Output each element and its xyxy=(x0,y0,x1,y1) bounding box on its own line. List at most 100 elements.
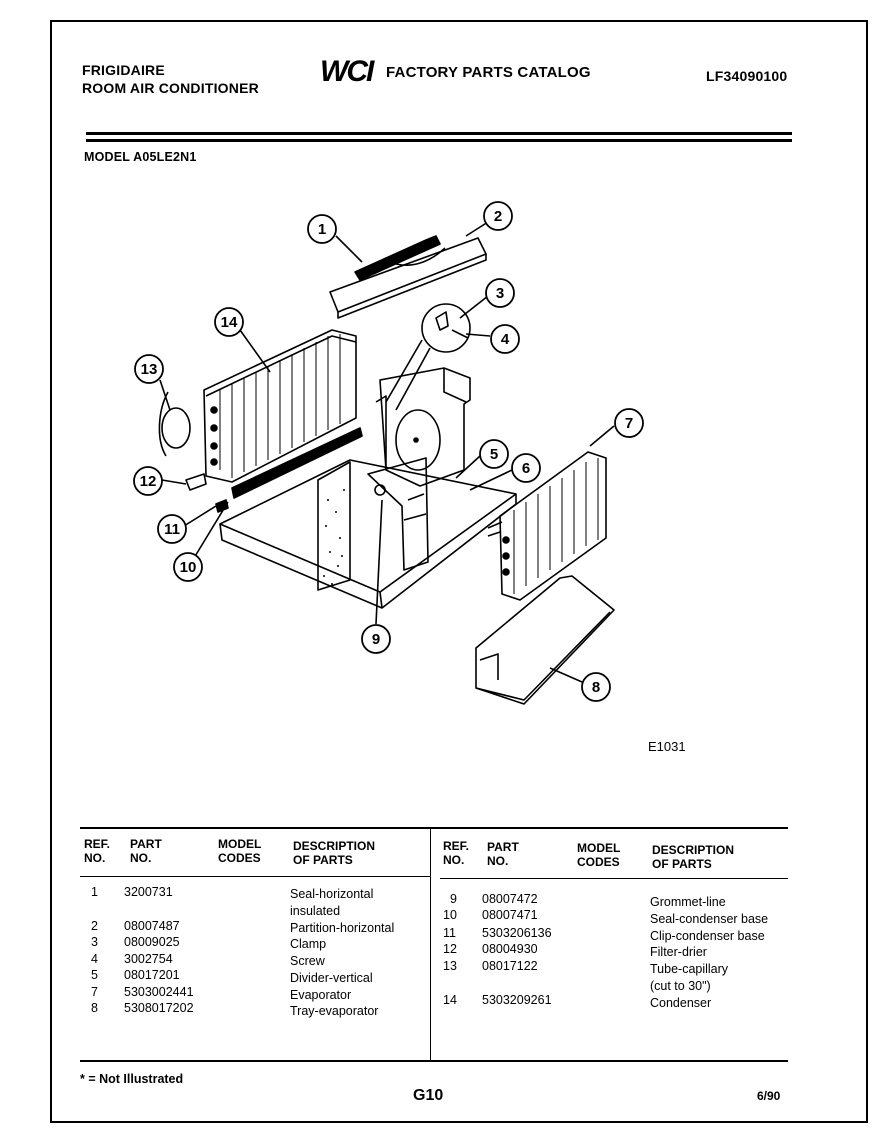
row-ref: 5 xyxy=(91,968,98,982)
hdr-ref-no-right: REF.NO. xyxy=(443,839,470,867)
row-part: 08017201 xyxy=(124,968,180,982)
row-ref: 9 xyxy=(450,892,457,906)
row-part: 3002754 xyxy=(124,952,173,966)
footnote: * = Not Illustrated xyxy=(80,1072,184,1086)
row-ref: 8 xyxy=(91,1001,98,1015)
model-line: MODEL A05LE2N1 xyxy=(84,150,197,164)
condenser-shape xyxy=(203,329,357,483)
callout-label-2: 2 xyxy=(494,208,502,225)
row-ref: 10 xyxy=(443,908,457,922)
row-desc: Clamp xyxy=(290,937,327,951)
row-part: 08009025 xyxy=(124,935,180,949)
callout-7 xyxy=(614,408,644,438)
callout-10 xyxy=(173,552,203,582)
row-desc: Tube-capillary xyxy=(650,962,729,976)
callout-3 xyxy=(485,278,515,308)
row-ref: 11 xyxy=(443,926,456,940)
figure-id: E1031 xyxy=(648,739,686,754)
table-rule-top xyxy=(80,827,788,829)
row-desc: Seal-horizontal xyxy=(290,887,374,901)
row-part: 3200731 xyxy=(124,885,173,899)
callout-label-12: 12 xyxy=(140,473,157,490)
row-part: 5303206136 xyxy=(482,926,552,940)
svg-text:WCI: WCI xyxy=(320,55,375,86)
callout-11 xyxy=(157,514,187,544)
row-part: 08017122 xyxy=(482,959,538,973)
table-rule-bottom xyxy=(80,1060,788,1062)
capillary-tube-shape xyxy=(161,407,191,449)
row-desc: Filter-drier xyxy=(650,945,707,959)
callout-2 xyxy=(483,201,513,231)
callout-label-3: 3 xyxy=(496,285,504,302)
callout-label-11: 11 xyxy=(164,521,180,538)
row-desc: Condenser xyxy=(650,996,712,1010)
page-number: G10 xyxy=(413,1087,444,1104)
hdr-ref-no-left: REF.NO. xyxy=(84,837,111,865)
page-frame xyxy=(50,20,868,1123)
wci-logo: WCI xyxy=(318,54,382,91)
callout-label-1: 1 xyxy=(318,221,326,238)
callout-12 xyxy=(133,466,163,496)
callout-label-5: 5 xyxy=(490,446,498,463)
row-part: 08007472 xyxy=(482,892,538,906)
row-desc: Tray-evaporator xyxy=(290,1004,379,1018)
filter-drier-shape xyxy=(185,473,207,491)
fan-opening xyxy=(395,409,441,471)
row-part: 08004930 xyxy=(482,942,538,956)
table-center-divider xyxy=(430,829,431,1060)
row-desc: Screw xyxy=(290,954,325,968)
callout-9 xyxy=(361,624,391,654)
callout-label-4: 4 xyxy=(501,331,510,348)
grommet-shape xyxy=(374,484,386,496)
row-desc: Clip-condenser base xyxy=(650,929,765,943)
row-desc: Seal-condenser base xyxy=(650,912,769,926)
catalog-date: 6/90 xyxy=(757,1089,781,1103)
row-part: 5308017202 xyxy=(124,1001,194,1015)
row-desc: insulated xyxy=(290,904,341,918)
evaporator-shape xyxy=(499,451,607,601)
callout-14 xyxy=(214,307,244,337)
header-rule-top xyxy=(86,132,792,135)
row-ref: 4 xyxy=(91,952,98,966)
seal-condenser-base-shape xyxy=(231,427,363,499)
row-ref: 13 xyxy=(443,959,457,973)
row-ref: 12 xyxy=(443,942,457,956)
row-desc: Partition-horizontal xyxy=(290,921,395,935)
row-part: 5303209261 xyxy=(482,993,552,1007)
row-ref: 2 xyxy=(91,919,98,933)
callout-4 xyxy=(490,324,520,354)
callout-13 xyxy=(134,354,164,384)
seal-horizontal-shape xyxy=(354,235,441,281)
row-part: 08007487 xyxy=(124,919,180,933)
row-part: 08007471 xyxy=(482,908,538,922)
row-ref: 1 xyxy=(91,885,98,899)
table-left-header-rule xyxy=(80,876,430,877)
callout-label-13: 13 xyxy=(141,361,158,378)
callout-label-8: 8 xyxy=(592,679,600,696)
clamp-detail-circle xyxy=(421,303,471,353)
catalog-number: LF34090100 xyxy=(706,68,788,84)
table-right-header-rule xyxy=(440,878,788,879)
callout-6 xyxy=(511,453,541,483)
insulated-divider-shape xyxy=(317,461,351,591)
callout-label-7: 7 xyxy=(625,415,633,432)
callout-5 xyxy=(479,439,509,469)
row-desc: Grommet-line xyxy=(650,895,726,909)
product-name: ROOM AIR CONDITIONER xyxy=(82,80,259,96)
brand-name: FRIGIDAIRE xyxy=(82,62,165,78)
header-rule-bottom xyxy=(86,139,792,142)
row-desc: Evaporator xyxy=(290,988,352,1002)
callout-label-9: 9 xyxy=(372,631,380,648)
callout-label-10: 10 xyxy=(180,559,197,576)
row-desc: Divider-vertical xyxy=(290,971,373,985)
row-desc: (cut to 30") xyxy=(650,979,711,993)
callout-label-6: 6 xyxy=(522,460,530,477)
callout-label-14: 14 xyxy=(221,314,238,331)
